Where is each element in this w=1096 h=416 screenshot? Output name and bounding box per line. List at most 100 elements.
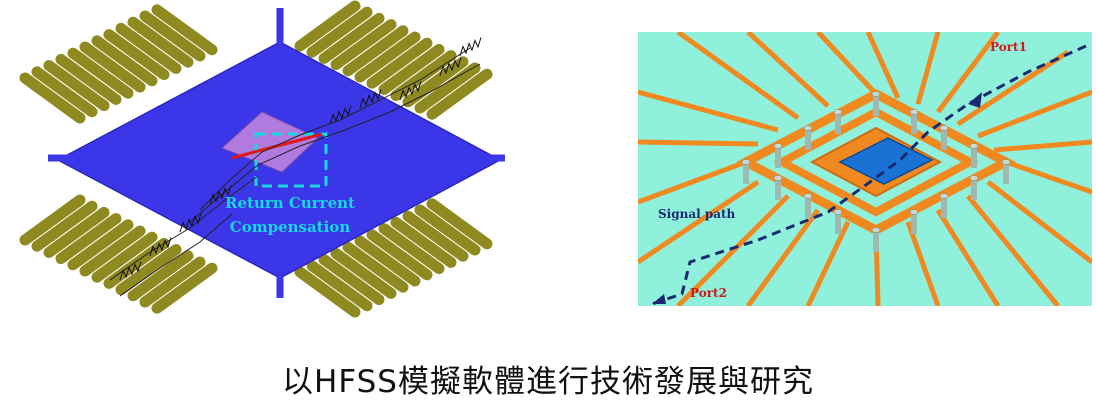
via-top [909, 109, 919, 115]
board-trace [966, 194, 1060, 306]
via [805, 196, 811, 218]
package-lead [294, 0, 361, 52]
die [221, 111, 319, 173]
via [1003, 162, 1009, 184]
via-top [803, 193, 813, 199]
package-lead [366, 229, 433, 281]
package-lead [127, 250, 194, 302]
package-lead [378, 223, 445, 275]
via-top [773, 175, 783, 181]
package-lead [330, 19, 397, 71]
via [775, 146, 781, 168]
resistor-zigzag [399, 81, 422, 101]
via [835, 212, 841, 234]
board-trace [676, 194, 790, 306]
package-lead [402, 56, 469, 108]
ring-middle [773, 107, 979, 217]
package-lead [139, 10, 206, 62]
signal-path-diagram: Port1 Port2 Signal path [638, 32, 1092, 306]
board-trace [746, 32, 830, 108]
package-lead [390, 216, 457, 268]
via-top [969, 143, 979, 149]
compensation-trace [231, 132, 323, 160]
via-top [909, 209, 919, 215]
board-trace [865, 32, 901, 100]
package-lead [55, 53, 122, 105]
board-trace [805, 220, 851, 306]
package-lead [91, 231, 158, 283]
signal-path-label: Signal path [658, 207, 736, 221]
chip [838, 137, 934, 185]
package-lead [402, 210, 469, 262]
resistor-zigzag [459, 37, 482, 57]
via [971, 178, 977, 200]
resistor-zigzag [179, 213, 202, 233]
board-trace [1005, 159, 1092, 195]
resistor-zigzag [329, 105, 352, 125]
arrow-head-1 [968, 92, 982, 108]
compensation-highlight-box [254, 132, 328, 188]
package-lead [306, 6, 373, 58]
board-trace [638, 89, 779, 133]
package-lead [31, 66, 98, 118]
package-lead [67, 47, 134, 99]
annotation-line-1: Return Current [225, 194, 355, 212]
via-top [871, 227, 881, 233]
via [911, 212, 917, 234]
via-top [833, 109, 843, 115]
package-lead [19, 194, 86, 246]
via-top [1001, 159, 1011, 165]
via-top [741, 159, 751, 165]
resistor-zigzag [439, 57, 462, 77]
port2-label: Port2 [690, 286, 727, 300]
package-lead [330, 247, 397, 299]
via-top [833, 209, 843, 215]
annotation-line-2: Compensation [230, 218, 351, 236]
board-trace [993, 139, 1092, 153]
board-trace [816, 32, 878, 96]
qfp-package-diagram: Return Current Compensation [19, 0, 505, 318]
via [941, 128, 947, 150]
board-trace [676, 32, 800, 121]
board-trace [638, 139, 759, 147]
package-lead [426, 68, 493, 120]
via [873, 94, 879, 116]
package-lead [366, 37, 433, 89]
via [941, 196, 947, 218]
via-top [773, 143, 783, 149]
board-trace [638, 159, 747, 205]
via [805, 128, 811, 150]
package-lead [390, 50, 457, 102]
via-top [871, 91, 881, 97]
package-lead [306, 260, 373, 312]
package-lead [115, 244, 182, 296]
package-lead [79, 41, 146, 93]
board-trace [745, 208, 821, 306]
package-lead [79, 225, 146, 277]
resistor-zigzag [149, 237, 172, 257]
package-lead [318, 12, 385, 64]
package-lead [378, 43, 445, 95]
via [971, 146, 977, 168]
via-top [939, 125, 949, 131]
vias [741, 91, 1011, 252]
signal-path [651, 44, 1087, 306]
package-lead [43, 60, 110, 112]
package-lead [19, 72, 86, 124]
port1-label: Port1 [990, 40, 1027, 54]
package-lead [414, 204, 481, 256]
package-lead [127, 16, 194, 68]
via [743, 162, 749, 184]
board-trace [905, 221, 941, 306]
board-traces [638, 32, 1092, 306]
board-trace [977, 89, 1092, 139]
via [911, 112, 917, 134]
package-lead [318, 254, 385, 306]
package-lead [342, 241, 409, 293]
resistor-zigzag [119, 261, 142, 281]
via [835, 112, 841, 134]
package-lead [31, 200, 98, 252]
resistor-zigzag [359, 89, 382, 109]
arrow-head-2 [652, 294, 666, 304]
via-top [969, 175, 979, 181]
